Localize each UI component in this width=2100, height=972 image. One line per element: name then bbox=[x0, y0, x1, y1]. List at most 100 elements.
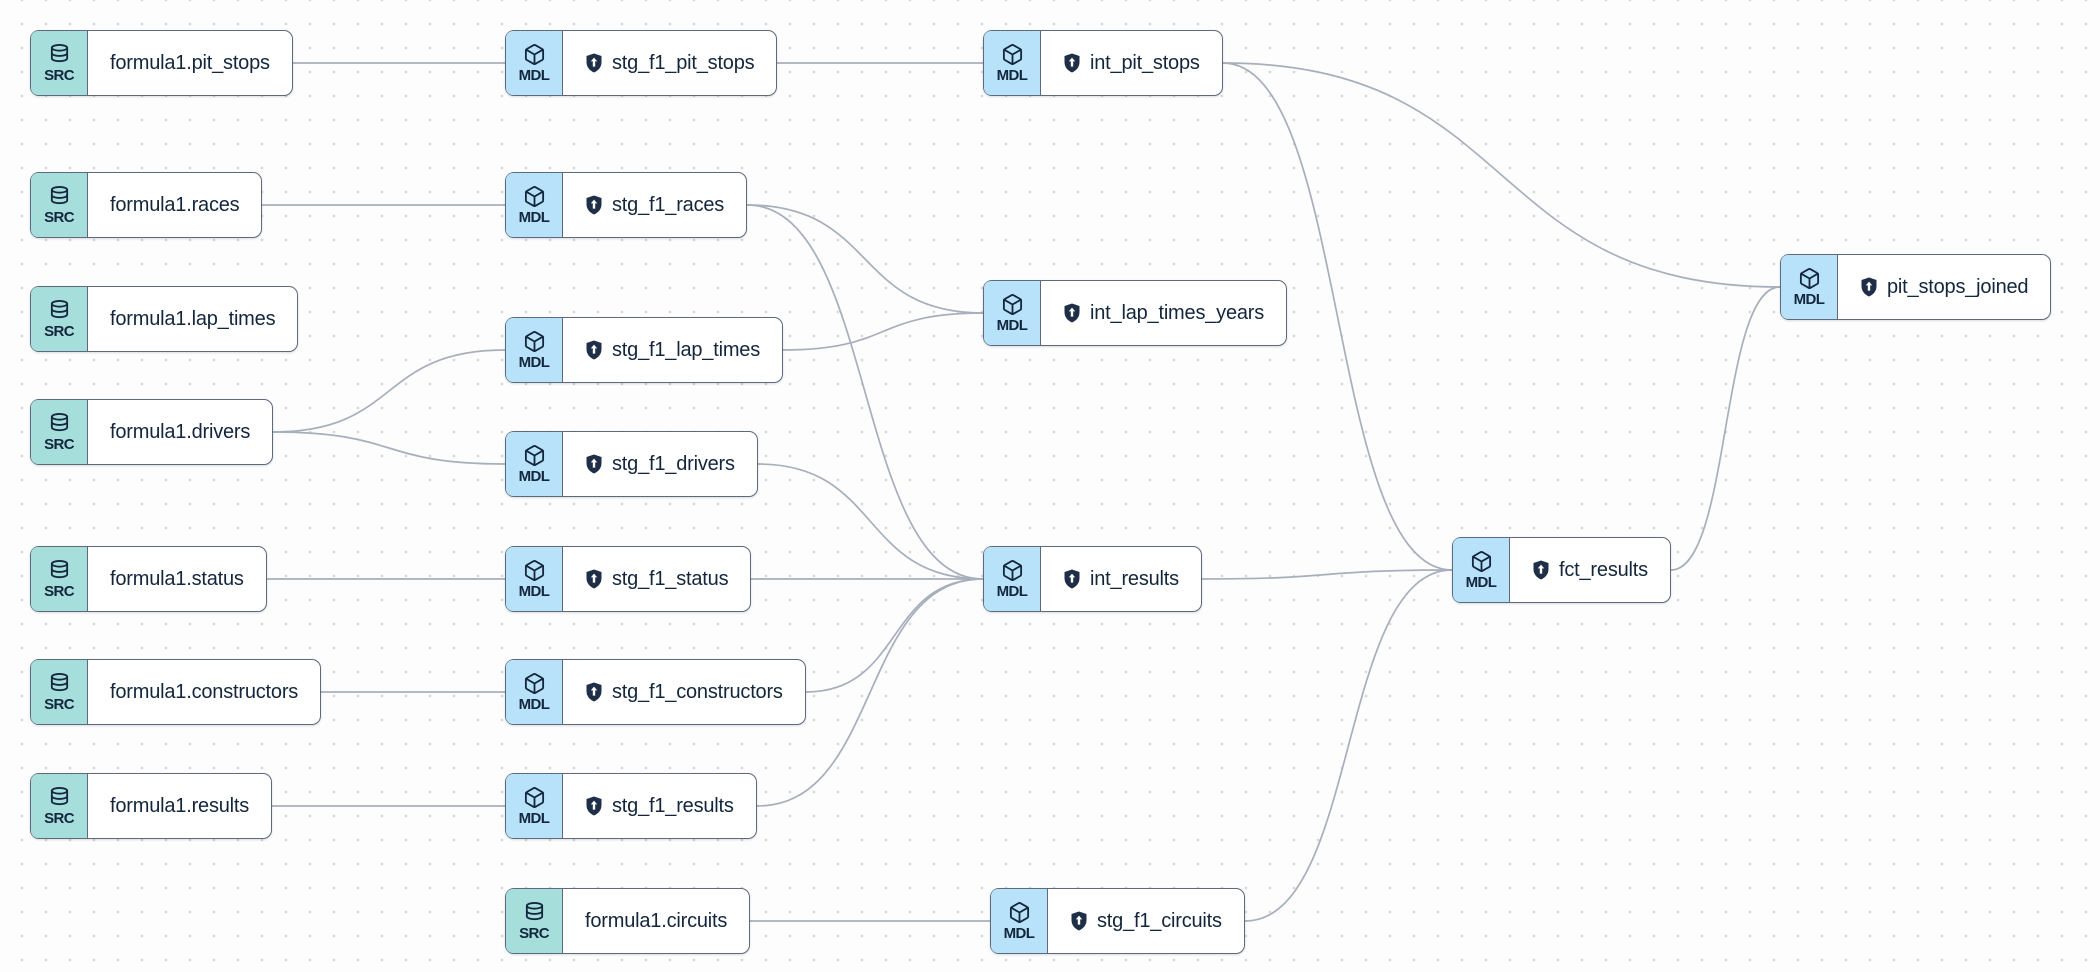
lineage-edge-stg_races-to-int_results bbox=[746, 204, 984, 580]
node-type-label: MDL bbox=[518, 695, 550, 713]
lineage-node-src_lap_times[interactable]: SRC formula1.lap_times bbox=[30, 286, 299, 352]
cube-icon bbox=[523, 185, 546, 209]
shield-arrow-icon bbox=[585, 796, 603, 816]
node-type-label: SRC bbox=[44, 66, 74, 84]
lineage-node-src_constructors[interactable]: SRC formula1.constructors bbox=[30, 659, 322, 725]
node-body: int_lap_times_years bbox=[1041, 281, 1286, 345]
lineage-edge-int_results-to-fct_results bbox=[1201, 569, 1453, 580]
node-label: stg_f1_drivers bbox=[612, 452, 735, 475]
lineage-node-fct_results[interactable]: MDL fct_results bbox=[1452, 537, 1671, 603]
shield-arrow-icon bbox=[585, 195, 603, 215]
database-icon bbox=[48, 412, 71, 436]
cube-icon bbox=[523, 43, 546, 67]
shield-arrow-icon bbox=[1070, 911, 1088, 931]
node-label: int_lap_times_years bbox=[1090, 301, 1265, 324]
node-type-badge: MDL bbox=[506, 547, 563, 611]
lineage-node-int_pit_stops[interactable]: MDL int_pit_stops bbox=[983, 30, 1223, 96]
node-label: stg_f1_status bbox=[612, 567, 729, 590]
lineage-node-stg_constructors[interactable]: MDL stg_f1_constructors bbox=[505, 659, 806, 725]
cube-icon bbox=[1798, 267, 1821, 291]
node-type-label: MDL bbox=[518, 467, 550, 485]
shield-arrow-icon bbox=[585, 53, 603, 73]
node-type-badge: SRC bbox=[506, 889, 563, 953]
node-body: stg_f1_status bbox=[563, 547, 750, 611]
lineage-node-int_lap_times_years[interactable]: MDL int_lap_times_years bbox=[983, 280, 1288, 346]
shield-arrow-icon bbox=[1532, 560, 1550, 580]
lineage-edge-src_drivers-to-stg_lap_times bbox=[272, 349, 506, 433]
node-body: formula1.pit_stops bbox=[88, 31, 292, 95]
lineage-edge-stg_constructors-to-int_results bbox=[805, 578, 984, 693]
node-type-label: MDL bbox=[518, 208, 550, 226]
node-type-label: SRC bbox=[519, 924, 549, 942]
node-body: formula1.races bbox=[88, 173, 261, 237]
cube-icon bbox=[1470, 550, 1493, 574]
node-label: formula1.pit_stops bbox=[110, 51, 270, 74]
database-icon bbox=[48, 672, 71, 696]
node-type-label: MDL bbox=[996, 316, 1028, 334]
node-type-badge: SRC bbox=[31, 660, 88, 724]
node-type-label: SRC bbox=[44, 695, 74, 713]
node-label: formula1.circuits bbox=[585, 909, 728, 932]
database-icon bbox=[48, 299, 71, 323]
node-type-label: MDL bbox=[518, 582, 550, 600]
lineage-node-src_drivers[interactable]: SRC formula1.drivers bbox=[30, 399, 274, 465]
cube-icon bbox=[523, 672, 546, 696]
node-body: stg_f1_circuits bbox=[1048, 889, 1244, 953]
lineage-edge-int_pit_stops-to-fct_results bbox=[1222, 62, 1453, 571]
lineage-edge-stg_drivers-to-int_results bbox=[757, 463, 984, 580]
node-type-badge: MDL bbox=[506, 31, 563, 95]
node-type-badge: MDL bbox=[1781, 255, 1838, 319]
node-type-badge: MDL bbox=[1453, 538, 1510, 602]
lineage-node-stg_results[interactable]: MDL stg_f1_results bbox=[505, 773, 757, 839]
lineage-node-stg_races[interactable]: MDL stg_f1_races bbox=[505, 172, 748, 238]
node-type-badge: MDL bbox=[506, 173, 563, 237]
cube-icon bbox=[1001, 559, 1024, 583]
shield-arrow-icon bbox=[585, 682, 603, 702]
node-type-label: MDL bbox=[996, 66, 1028, 84]
lineage-edge-stg_races-to-int_lap_times_years bbox=[746, 204, 984, 314]
node-label: stg_f1_circuits bbox=[1097, 909, 1222, 932]
node-body: stg_f1_constructors bbox=[563, 660, 805, 724]
node-body: formula1.results bbox=[88, 774, 271, 838]
node-label: int_pit_stops bbox=[1090, 51, 1200, 74]
node-label: formula1.constructors bbox=[110, 680, 299, 703]
lineage-edge-int_pit_stops-to-pit_stops_joined bbox=[1222, 62, 1781, 288]
node-body: stg_f1_races bbox=[563, 173, 746, 237]
lineage-node-src_circuits[interactable]: SRC formula1.circuits bbox=[505, 888, 751, 954]
shield-arrow-icon bbox=[1860, 277, 1878, 297]
lineage-node-stg_lap_times[interactable]: MDL stg_f1_lap_times bbox=[505, 317, 784, 383]
lineage-edge-stg_circuits-to-fct_results bbox=[1244, 569, 1453, 922]
node-type-badge: SRC bbox=[31, 400, 88, 464]
node-body: formula1.circuits bbox=[563, 889, 749, 953]
lineage-node-src_pit_stops[interactable]: SRC formula1.pit_stops bbox=[30, 30, 293, 96]
node-label: stg_f1_results bbox=[612, 794, 734, 817]
shield-arrow-icon bbox=[585, 454, 603, 474]
node-label: fct_results bbox=[1559, 558, 1648, 581]
database-icon bbox=[48, 185, 71, 209]
node-label: formula1.status bbox=[110, 567, 244, 590]
node-type-label: MDL bbox=[518, 353, 550, 371]
shield-arrow-icon bbox=[585, 569, 603, 589]
node-label: formula1.lap_times bbox=[110, 307, 276, 330]
lineage-node-stg_status[interactable]: MDL stg_f1_status bbox=[505, 546, 752, 612]
node-label: stg_f1_constructors bbox=[612, 680, 783, 703]
node-body: stg_f1_lap_times bbox=[563, 318, 782, 382]
database-icon bbox=[48, 786, 71, 810]
lineage-node-stg_drivers[interactable]: MDL stg_f1_drivers bbox=[505, 431, 758, 497]
node-type-badge: MDL bbox=[984, 31, 1041, 95]
node-type-badge: SRC bbox=[31, 287, 88, 351]
node-body: int_pit_stops bbox=[1041, 31, 1222, 95]
shield-arrow-icon bbox=[1063, 569, 1081, 589]
node-label: stg_f1_races bbox=[612, 193, 725, 216]
node-label: formula1.drivers bbox=[110, 420, 251, 443]
node-body: formula1.constructors bbox=[88, 660, 320, 724]
node-type-badge: MDL bbox=[506, 774, 563, 838]
